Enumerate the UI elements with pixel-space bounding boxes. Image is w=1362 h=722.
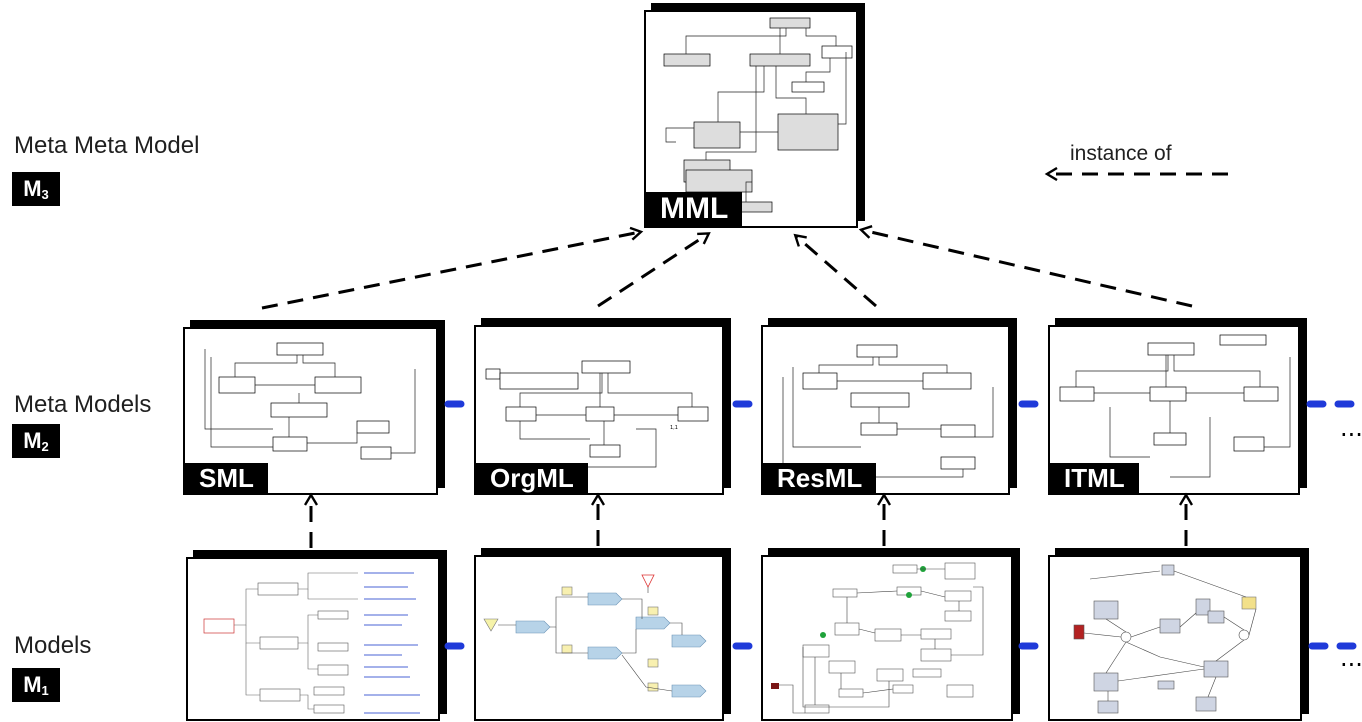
continuation-m2: ... <box>1340 414 1362 442</box>
orgml-model-flows <box>498 587 683 692</box>
orgml-label: OrgML <box>476 463 588 493</box>
arrow-itml-to-mml <box>862 230 1193 308</box>
itml-card[interactable]: ITML <box>1048 325 1300 495</box>
mml-connectors <box>665 28 847 202</box>
resml-model-links <box>779 568 984 714</box>
orgml-model-diagram <box>483 574 707 698</box>
sml-label: SML <box>185 463 268 493</box>
mml-metamodel-diagram <box>663 17 853 213</box>
arrow-sml-to-mml <box>261 232 640 310</box>
itml-metamodel-diagram <box>1059 334 1291 478</box>
continuation-m1: ... <box>1340 644 1362 672</box>
level-m2-name: Meta Models <box>14 391 152 418</box>
mml-class <box>663 17 853 213</box>
orgml-connectors <box>519 373 693 468</box>
itml-classes <box>1059 334 1279 452</box>
resml-classes <box>802 344 976 470</box>
resml-model-card[interactable] <box>761 555 1013 721</box>
legend-label: instance of <box>1070 142 1172 165</box>
sml-connectors <box>204 349 416 454</box>
mml-card[interactable]: MML <box>644 10 858 228</box>
orgml-classes <box>485 360 709 458</box>
resml-label: ResML <box>763 463 877 493</box>
orgml-card[interactable]: 1,1 OrgML <box>474 325 724 495</box>
itml-model-card[interactable] <box>1048 555 1302 721</box>
resml-card[interactable]: ResML <box>761 325 1010 495</box>
itml-model-links <box>1083 570 1257 701</box>
resml-metamodel-diagram <box>782 344 994 478</box>
sml-model-diagram <box>203 572 420 714</box>
itml-label: ITML <box>1050 463 1139 493</box>
level-m3-name: Meta Meta Model <box>14 132 200 159</box>
sml-card[interactable]: SML <box>183 327 438 495</box>
orgml-metamodel-diagram: 1,1 <box>485 360 709 468</box>
sml-metamodel-diagram <box>204 342 416 460</box>
itml-model-diagram <box>1073 564 1257 714</box>
resml-model-diagram <box>771 562 984 714</box>
mml-label: MML <box>646 192 743 226</box>
level-m1-name: Models <box>14 632 92 659</box>
itml-connectors <box>1075 355 1291 478</box>
resml-model-hubs <box>820 566 926 638</box>
sml-classes <box>218 342 392 460</box>
orgml-model-card[interactable] <box>474 555 724 721</box>
arrow-orgml-to-mml <box>597 234 708 308</box>
sml-model-card[interactable] <box>186 557 440 721</box>
orgml-multiplicity: 1,1 <box>670 425 678 431</box>
arrow-resml-to-mml <box>796 236 877 308</box>
sml-model-links <box>364 572 420 714</box>
sibling-links <box>444 400 1362 650</box>
